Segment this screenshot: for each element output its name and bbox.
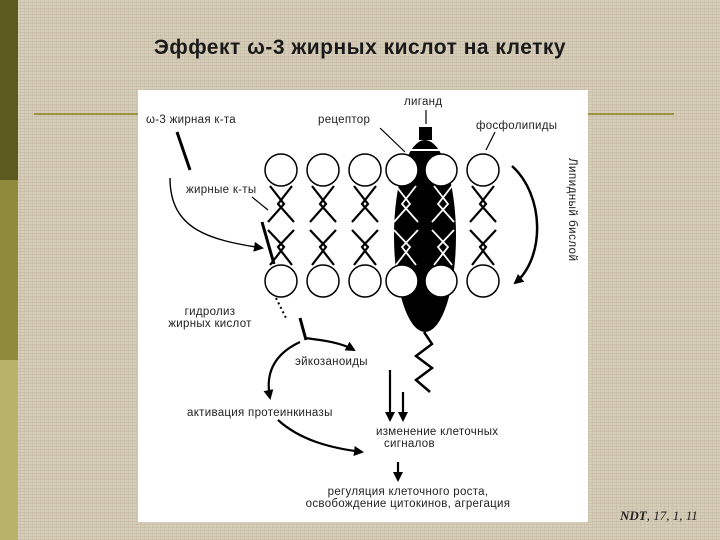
label-hydrolysis-line2: жирных кислот (168, 318, 252, 330)
label-fatty-acids: жирные к-ты (186, 184, 257, 196)
accent-bar-dark (0, 0, 18, 180)
label-omega3: ω-3 жирная к-та (146, 114, 236, 126)
citation-journal: NDT (620, 508, 647, 523)
citation: NDT, 17, 1, 11 (620, 508, 698, 524)
label-eicosanoids: эйкозаноиды (295, 356, 368, 368)
label-hydrolysis-line1: гидролиз (184, 306, 236, 318)
ligand-receptor-cup (409, 140, 442, 151)
phospholipid-head (424, 264, 458, 298)
arrow-kinase-to-regulation (277, 419, 364, 456)
label-regulation: регуляция клеточного роста, освобождение… (268, 486, 548, 510)
arrow-to-kinase (263, 341, 301, 400)
phospholipid-head (466, 264, 500, 298)
phospholipid-head (348, 153, 382, 187)
top-phospholipid-row (264, 153, 500, 187)
phospholipid-head (466, 153, 500, 187)
label-lipid-bilayer: Липидный бислой (566, 158, 578, 262)
omega3-molecule (175, 131, 192, 171)
left-accent-bar (0, 0, 18, 540)
phospholipid-head (424, 153, 458, 187)
bottom-phospholipid-row (264, 264, 500, 298)
label-signal-change-line2: сигналов (384, 438, 435, 450)
fatty-acid-pointer (251, 196, 269, 211)
phospholipid-head (385, 153, 419, 187)
hydrolysis-dotted-path (275, 297, 287, 319)
accent-bar-mid (0, 180, 18, 360)
receptor-pointer (379, 127, 406, 153)
incorporated-fatty-acid (260, 221, 276, 265)
label-protein-kinase: активация протеинкиназы (187, 407, 333, 419)
label-receptor: рецептор (318, 114, 371, 126)
phospholipid-head (264, 153, 298, 187)
receptor-intracellular-tail (413, 331, 435, 393)
phospholipid-head (306, 264, 340, 298)
bilayer-bracket-arrow (511, 165, 539, 285)
phospholipid-head (306, 153, 340, 187)
ligand-square (419, 127, 432, 140)
phospholipid-pointer (485, 131, 496, 151)
label-phospholipids: фосфолипиды (476, 120, 558, 132)
label-signal-change: изменение клеточных сигналов (376, 426, 536, 450)
accent-bar-light (0, 360, 18, 540)
citation-details: , 17, 1, 11 (646, 508, 698, 523)
arrow-to-eicosanoids (304, 336, 356, 351)
omega3-insert-arrow (169, 177, 264, 252)
phospholipid-head (385, 264, 419, 298)
label-regulation-line2: освобождение цитокинов, агрегация (305, 498, 511, 510)
label-signal-change-line1: изменение клеточных (376, 426, 499, 438)
label-hydrolysis: гидролиз жирных кислот (150, 306, 270, 330)
label-ligand: лиганд (404, 96, 443, 108)
slide-title: Эффект ω-3 жирных кислот на клетку (153, 36, 567, 59)
phospholipid-head (348, 264, 382, 298)
receptor-inner-lines (393, 185, 455, 266)
phospholipid-head (264, 264, 298, 298)
released-fatty-acid (298, 317, 308, 341)
label-regulation-line1: регуляция клеточного роста, (327, 486, 489, 498)
fatty-acid-tails (267, 185, 497, 266)
